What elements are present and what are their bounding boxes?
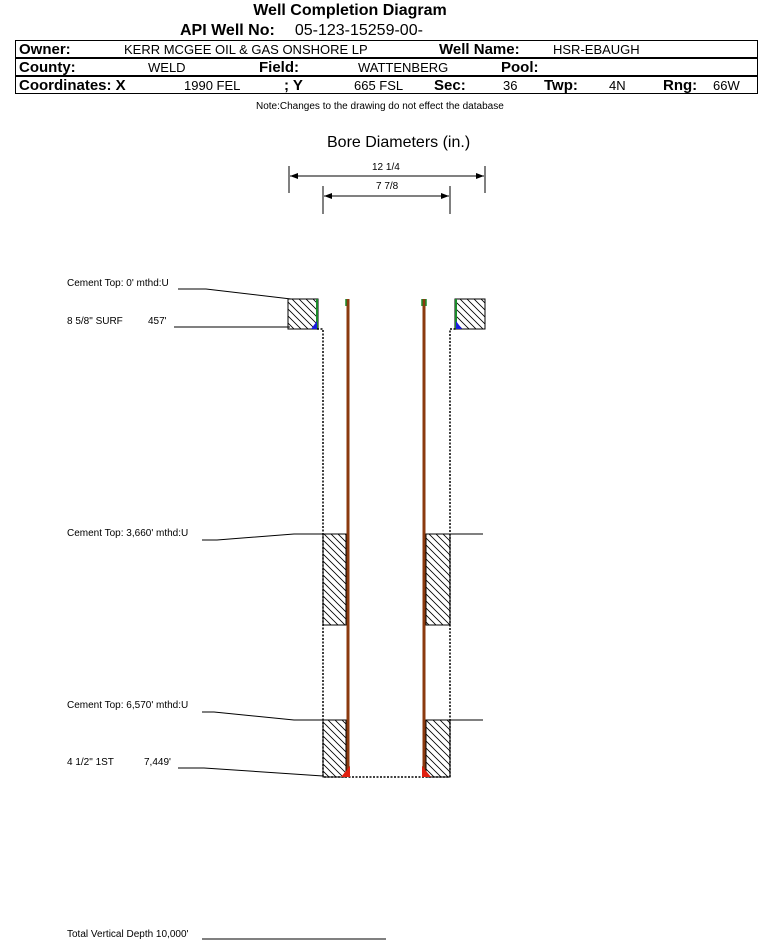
label-production-casing: 4 1/2" 1ST (67, 757, 114, 768)
leader-production-casing (178, 767, 324, 777)
bore-dimension-7-7-8 (322, 186, 451, 214)
field-value: WATTENBERG (358, 60, 449, 75)
owner-label: Owner: (19, 41, 71, 58)
well-name-label: Well Name: (439, 41, 520, 58)
header-row-county: County: WELD Field: WATTENBERG Pool: (15, 58, 758, 76)
api-row: API Well No: 05-123-15259-00- (180, 22, 423, 40)
pool-label: Pool: (501, 59, 539, 76)
twp-label: Twp: (544, 77, 578, 94)
surface-shoe-right (456, 321, 462, 329)
field-label: Field: (259, 59, 299, 76)
database-note: Note:Changes to the drawing do not effec… (256, 101, 504, 112)
cement-interval-lower-right (425, 719, 451, 778)
coord-x-value: 1990 FEL (184, 78, 241, 93)
leader-cement-top-2 (202, 711, 323, 721)
well-name-value: HSR-EBAUGH (553, 42, 640, 57)
sec-value: 36 (503, 78, 518, 93)
coord-x-label: Coordinates: X (19, 77, 126, 94)
sec-label: Sec: (434, 77, 466, 94)
surface-cement-left (287, 298, 319, 330)
surface-cement-right (454, 298, 486, 330)
label-cement-top-surface: Cement Top: 0' mthd:U (67, 278, 169, 289)
bore-diameter-label-2: 7 7/8 (376, 181, 399, 192)
production-shoe-left (341, 766, 350, 777)
production-shoe-right (422, 766, 431, 777)
label-surface-casing-depth: 457' (148, 316, 167, 327)
label-cement-top-1: Cement Top: 3,660' mthd:U (67, 528, 189, 539)
diagram-title: Well Completion Diagram (253, 2, 447, 19)
cement-interval-lower-left (322, 719, 347, 778)
open-hole-outline (317, 328, 456, 778)
header-row-coordinates: Coordinates: X 1990 FEL ; Y 665 FSL Sec:… (15, 76, 758, 94)
bore-diameter-label-1: 12 1/4 (372, 162, 400, 173)
leader-cement-top-1 (202, 533, 323, 541)
leader-cement-top-surface (178, 288, 292, 300)
bore-dimension-12-1-4 (288, 166, 486, 193)
coord-y-value: 665 FSL (354, 78, 404, 93)
api-value: 05-123-15259-00- (294, 22, 423, 39)
label-cement-top-2: Cement Top: 6,570' mthd:U (67, 700, 189, 711)
county-label: County: (19, 59, 76, 76)
twp-value: 4N (609, 78, 626, 93)
county-value: WELD (148, 60, 186, 75)
label-production-casing-depth: 7,449' (144, 757, 171, 768)
label-total-depth: Total Vertical Depth 10,000' (67, 929, 189, 940)
rng-value: 66W (713, 78, 740, 93)
cement-interval-upper-left (322, 533, 347, 626)
cement-interval-upper-right (425, 533, 451, 626)
rng-label: Rng: (663, 77, 698, 94)
bore-diameters-title: Bore Diameters (in.) (327, 134, 471, 151)
header-row-owner: Owner: KERR MCGEE OIL & GAS ONSHORE LP W… (15, 40, 758, 58)
label-surface-casing: 8 5/8" SURF (67, 316, 123, 327)
owner-value: KERR MCGEE OIL & GAS ONSHORE LP (124, 42, 368, 57)
surface-shoe-left (311, 321, 317, 329)
coord-y-label: ; Y (284, 77, 303, 94)
api-label: API Well No: (180, 22, 275, 39)
